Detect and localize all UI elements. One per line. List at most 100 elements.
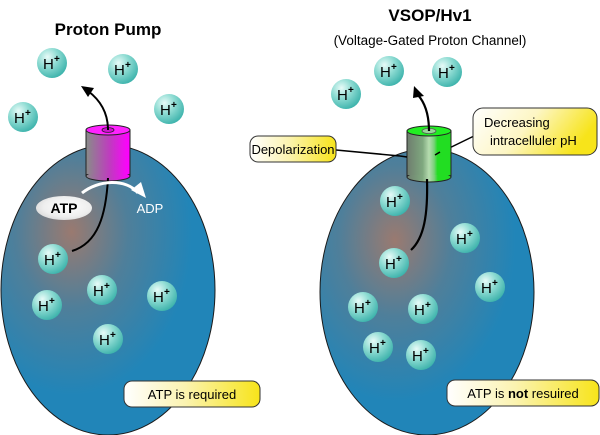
atp-not-required-note: ATP is not resuired — [446, 379, 600, 407]
proton-ion-icon — [432, 57, 462, 87]
ion-right-inside: H+ — [408, 294, 438, 324]
proton-symbol: H — [114, 62, 125, 79]
proton-ion-icon — [108, 54, 138, 84]
proton-path-line — [71, 177, 109, 252]
vsop-subtitle: (Voltage-Gated Proton Channel) — [334, 33, 527, 48]
proton-pump-panel: Proton Pump ATP ADP ATP is required — [0, 20, 261, 435]
ion-right-inside: H+ — [406, 340, 436, 370]
atp-not-required-text: ATP is not resuired — [467, 386, 579, 401]
ion-left-outside: H+ — [154, 94, 184, 124]
proton-ion-icon — [379, 248, 409, 278]
proton-charge: + — [164, 287, 170, 298]
ion-right-inside: H+ — [380, 186, 410, 216]
proton-charge: + — [467, 229, 473, 240]
voltage-gated-proton-channel — [406, 125, 452, 183]
proton-ions: H+H+H+H+H+H+H+H+H+H+H+H+H+H+H+H+H+H+H+H+ — [8, 48, 505, 370]
proton-symbol: H — [385, 256, 396, 273]
proton-charge: + — [55, 250, 61, 261]
proton-charge: + — [380, 338, 386, 349]
proton-symbol: H — [369, 340, 380, 357]
export-arrow — [87, 90, 109, 131]
ion-right-inside: H+ — [363, 332, 393, 362]
ion-right-inside: H+ — [475, 272, 505, 302]
proton-charge: + — [449, 63, 455, 74]
note-bold: not — [508, 386, 529, 401]
ion-left-inside: H+ — [93, 324, 123, 354]
ion-left-inside: H+ — [38, 244, 68, 274]
proton-symbol: H — [386, 194, 397, 211]
proton-pump-transporter — [85, 124, 131, 182]
proton-charge: + — [125, 60, 131, 71]
ion-right-inside: H+ — [450, 223, 480, 253]
proton-ion-icon — [408, 294, 438, 324]
atp-label: ATP — [51, 200, 78, 216]
proton-symbol: H — [160, 102, 171, 119]
note-prefix: ATP is — [467, 386, 508, 401]
proton-ion-icon — [450, 223, 480, 253]
proton-ion-icon — [331, 79, 361, 109]
proton-ion-icon — [93, 324, 123, 354]
channel-export-arrow — [417, 94, 431, 132]
proton-symbol: H — [99, 332, 110, 349]
channel-export-arrowhead-icon — [413, 86, 424, 98]
ion-left-inside: H+ — [87, 275, 117, 305]
atp-required-text: ATP is required — [148, 387, 236, 402]
proton-ion-icon — [38, 244, 68, 274]
proton-charge: + — [423, 346, 429, 357]
proton-symbol: H — [14, 110, 25, 127]
ion-right-inside: H+ — [379, 248, 409, 278]
proton-symbol: H — [337, 87, 348, 104]
atp-molecule — [36, 196, 92, 220]
proton-symbol: H — [380, 64, 391, 81]
atp-hydrolysis-arrowhead-icon — [131, 182, 146, 198]
decreasing-ph-text-line1: Decreasing — [484, 115, 550, 130]
proton-symbol: H — [38, 298, 49, 315]
export-arrowhead-icon — [81, 86, 94, 97]
proton-symbol: H — [44, 252, 55, 269]
proton-charge: + — [25, 108, 31, 119]
depolarization-connector — [335, 149, 401, 157]
proton-charge: + — [54, 54, 60, 65]
vsop-title: VSOP/Hv1 — [388, 6, 471, 25]
ion-left-inside: H+ — [32, 290, 62, 320]
proton-pump-title: Proton Pump — [55, 20, 162, 39]
proton-ion-icon — [475, 272, 505, 302]
proton-symbol: H — [412, 348, 423, 365]
ion-right-inside: H+ — [348, 292, 378, 322]
ion-right-outside: H+ — [374, 56, 404, 86]
proton-symbol: H — [93, 283, 104, 300]
proton-symbol: H — [438, 65, 449, 82]
proton-symbol: H — [354, 300, 365, 317]
proton-ion-icon — [363, 332, 393, 362]
vsop-panel: VSOP/Hv1 (Voltage-Gated Proton Channel) … — [249, 6, 600, 435]
atp-required-note: ATP is required — [123, 380, 261, 408]
proton-ion-icon — [380, 186, 410, 216]
ph-connector-tip — [434, 151, 441, 156]
proton-ion-icon — [406, 340, 436, 370]
proton-ion-icon — [147, 281, 177, 311]
ion-left-outside: H+ — [108, 54, 138, 84]
proton-charge: + — [396, 254, 402, 265]
depolarization-connector-tip — [399, 155, 408, 158]
depolarization-text: Depolarization — [251, 142, 334, 157]
decreasing-ph-callout: Decreasing intracelluler pH — [472, 107, 598, 156]
ion-left-outside: H+ — [8, 102, 38, 132]
proton-ion-icon — [8, 102, 38, 132]
decreasing-ph-text-line2: intracelluler pH — [490, 133, 577, 148]
proton-ion-icon — [348, 292, 378, 322]
proton-ion-icon — [374, 56, 404, 86]
proton-symbol: H — [43, 56, 54, 73]
note-suffix: resuired — [528, 386, 579, 401]
proton-charge: + — [365, 298, 371, 309]
proton-charge: + — [104, 281, 110, 292]
proton-charge: + — [348, 85, 354, 96]
proton-charge: + — [391, 62, 397, 73]
proton-charge: + — [397, 192, 403, 203]
proton-charge: + — [425, 300, 431, 311]
proton-symbol: H — [481, 280, 492, 297]
proton-charge: + — [492, 278, 498, 289]
proton-charge: + — [49, 296, 55, 307]
proton-symbol: H — [414, 302, 425, 319]
proton-charge: + — [110, 330, 116, 341]
